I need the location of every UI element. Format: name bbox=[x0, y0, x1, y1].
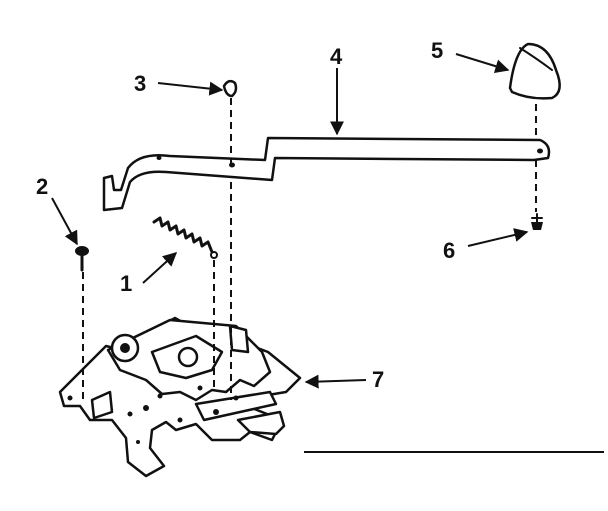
spring-part-1 bbox=[152, 216, 218, 259]
assembly-guide-lines bbox=[82, 98, 537, 402]
callout-3: 3 bbox=[134, 71, 146, 96]
callout-6: 6 bbox=[443, 238, 455, 263]
lever-handle-part-4 bbox=[102, 136, 551, 212]
screw-part-2 bbox=[75, 246, 89, 272]
callout-4: 4 bbox=[330, 44, 343, 69]
latch-assembly-part-7 bbox=[58, 316, 302, 478]
leader-arrows bbox=[51, 53, 529, 389]
callout-1: 1 bbox=[120, 271, 132, 296]
rivet-part-3 bbox=[222, 79, 238, 98]
callout-2: 2 bbox=[36, 174, 48, 199]
knob-part-5 bbox=[508, 42, 561, 100]
callout-5: 5 bbox=[431, 38, 443, 63]
screw-part-6 bbox=[531, 213, 543, 230]
callout-7: 7 bbox=[372, 367, 384, 392]
